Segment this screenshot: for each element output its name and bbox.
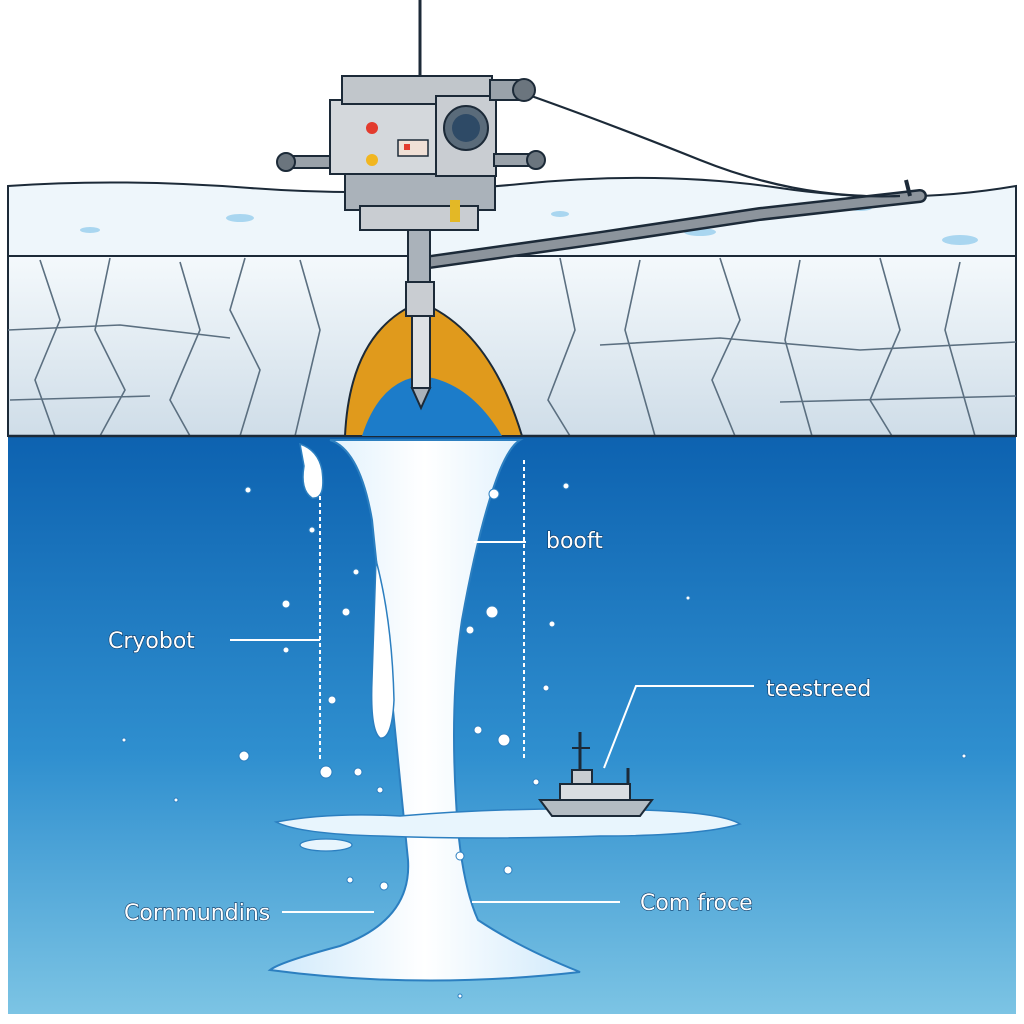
label-communds: Cornmundins bbox=[124, 901, 270, 926]
ice-cliff-cracks bbox=[7, 257, 1017, 437]
label-cryobot: Cryobot bbox=[108, 629, 195, 654]
meltwater-drip-left bbox=[299, 442, 324, 499]
leader-lines bbox=[230, 460, 754, 913]
research-ship-icon bbox=[538, 732, 654, 817]
label-com-froce: Com froce bbox=[640, 891, 753, 916]
water-droplets-icon bbox=[121, 482, 967, 999]
melt-pocket bbox=[362, 376, 502, 436]
tether-cable bbox=[519, 90, 901, 198]
label-booft: booft bbox=[546, 529, 603, 554]
surface-pipeline bbox=[423, 179, 927, 269]
ocean-water bbox=[8, 436, 1016, 1014]
meltwater-drip-inner bbox=[370, 559, 395, 739]
cryobot-probe-icon bbox=[276, 0, 546, 231]
meltwater-puddle bbox=[299, 838, 353, 852]
label-teestreed: teestreed bbox=[766, 677, 871, 702]
probe-shaft bbox=[405, 225, 435, 411]
